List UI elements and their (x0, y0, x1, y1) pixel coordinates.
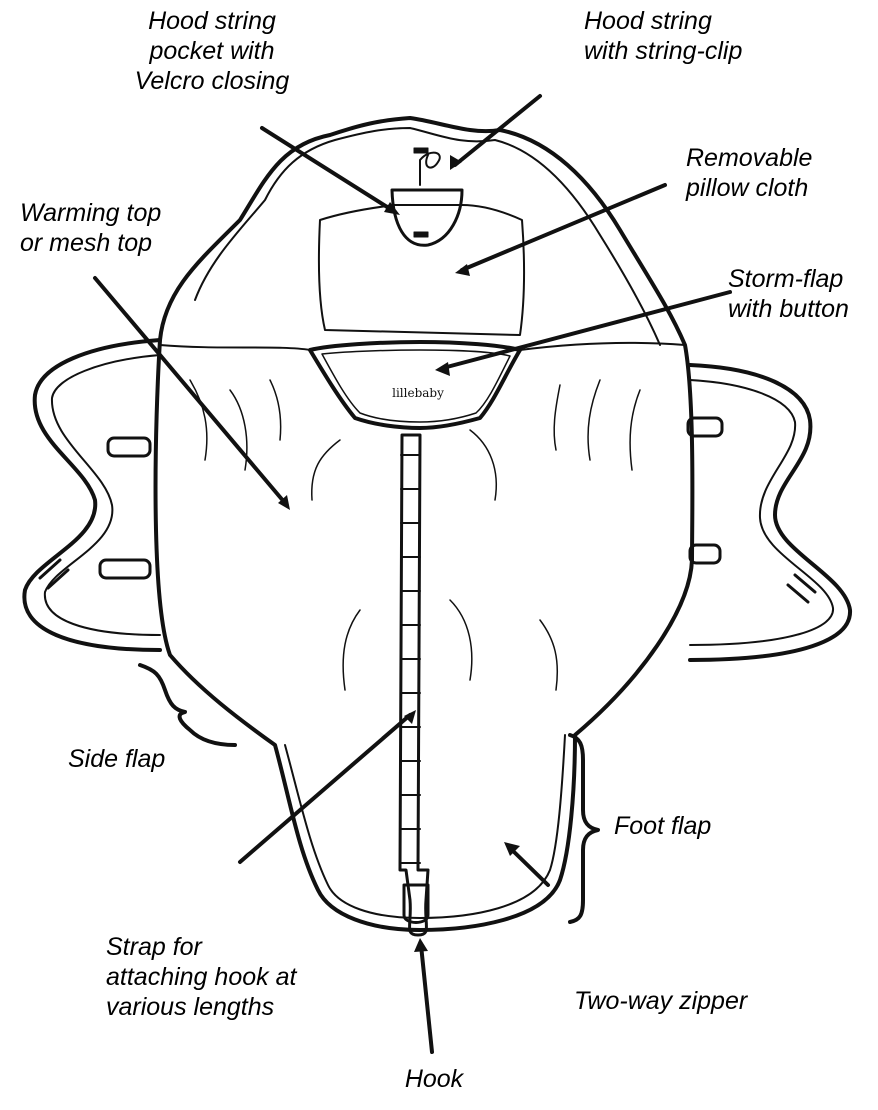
label-line: pillow cloth (686, 173, 812, 203)
left-side-strap (24, 340, 160, 650)
label-strap: Strap for attaching hook at various leng… (106, 932, 296, 1022)
arrowhead-icon (435, 362, 450, 376)
label-warming-top: Warming top or mesh top (20, 198, 161, 258)
label-line: Storm-flap (728, 264, 849, 294)
label-line: Velcro closing (112, 66, 312, 96)
logo-lillebaby: lillebaby (392, 386, 444, 400)
strap-buckle-icon (690, 545, 720, 563)
foot-flap-seam (285, 735, 565, 918)
label-line: Hood string (112, 6, 312, 36)
label-line: Hood string (584, 6, 742, 36)
label-line: or mesh top (20, 228, 161, 258)
label-line: Strap for (106, 932, 296, 962)
label-hood-string-pocket: Hood string pocket with Velcro closing (112, 6, 312, 96)
right-side-strap (688, 365, 850, 660)
label-line: Side flap (68, 744, 165, 774)
strap-buckle-icon (108, 438, 150, 456)
hood-string-clip-icon (420, 153, 440, 185)
strap-buckle-icon (100, 560, 150, 578)
label-foot-flap: Foot flap (614, 811, 711, 841)
arrowhead-icon (450, 155, 462, 170)
label-two-way-zipper: Two-way zipper (574, 986, 747, 1016)
label-storm-flap: Storm-flap with button (728, 264, 849, 324)
arrowhead-icon (414, 938, 428, 952)
label-line: with string-clip (584, 36, 742, 66)
leader-lines (95, 96, 730, 1052)
velcro-icon (414, 148, 428, 153)
label-line: pocket with (112, 36, 312, 66)
label-removable-pillow: Removable pillow cloth (686, 143, 812, 203)
arrowhead-icon (404, 710, 416, 724)
label-line: Two-way zipper (574, 986, 747, 1016)
carrier-body-outline (156, 118, 693, 930)
label-line: Warming top (20, 198, 161, 228)
label-hook: Hook (384, 1064, 484, 1094)
label-side-flap: Side flap (68, 744, 165, 774)
label-line: various lengths (106, 992, 296, 1022)
center-strap (400, 435, 428, 935)
label-line: Foot flap (614, 811, 711, 841)
label-line: Hook (384, 1064, 484, 1094)
label-line: with button (728, 294, 849, 324)
label-line: Removable (686, 143, 812, 173)
label-line: attaching hook at (106, 962, 296, 992)
velcro-icon (414, 232, 428, 237)
label-hood-string-clip: Hood string with string-clip (584, 6, 742, 66)
pillow-cloth (319, 205, 524, 335)
